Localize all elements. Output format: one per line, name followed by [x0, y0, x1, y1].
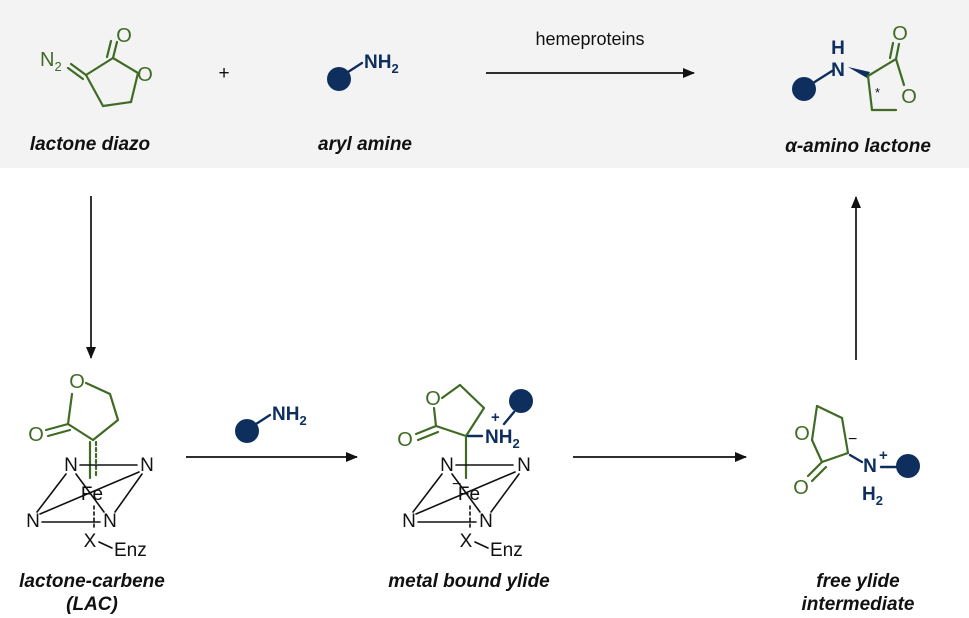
aryl-group-dot: [509, 389, 533, 413]
label-lac-abbrev: (LAC): [66, 594, 118, 615]
aryl-amine-structure: NH2: [327, 52, 399, 91]
atom-N: N: [64, 455, 78, 476]
enzyme-label: Enz: [490, 540, 523, 561]
atom-N: N: [863, 456, 877, 477]
plus-sign: +: [218, 63, 229, 84]
amine-NH2: NH2: [364, 52, 399, 76]
aryl-amine-reagent: NH2: [235, 404, 307, 443]
aryl-group-dot: [896, 454, 920, 478]
free-ylide-structure: O O − N + H2: [793, 404, 920, 508]
metal-bound-ylide-complex: O O NH2 + N N N N Fe − X Enz: [397, 383, 533, 561]
atom-N: N: [103, 511, 117, 532]
condition-hemeproteins: hemeproteins: [535, 29, 644, 49]
ammonium-H2: H2: [862, 484, 883, 508]
label-lactone-carbene: lactone-carbene: [19, 571, 165, 592]
atom-O: O: [793, 477, 809, 499]
stereocenter-mark: *: [875, 85, 880, 100]
negative-charge: −: [452, 476, 461, 493]
label-intermediate: intermediate: [802, 594, 915, 615]
atom-O: O: [116, 25, 132, 47]
atom-N: N: [26, 511, 40, 532]
aryl-group-dot: [792, 77, 816, 101]
atom-O: O: [892, 23, 908, 45]
positive-charge: +: [491, 409, 500, 426]
aryl-group-dot: [327, 67, 351, 91]
lactone-diazo-structure: O O N2: [40, 25, 153, 108]
atom-N: N: [479, 511, 493, 532]
label-alpha-amino-lactone: α-amino lactone: [785, 136, 931, 157]
enzyme-label: Enz: [114, 540, 147, 561]
atom-O: O: [901, 86, 917, 108]
alpha-amino-lactone-structure: N H * O O: [792, 23, 917, 112]
atom-X: X: [84, 531, 97, 552]
atom-O: O: [28, 424, 44, 446]
atom-O: O: [69, 371, 85, 393]
label-free-ylide: free ylide: [816, 571, 900, 592]
amine-NH2: NH2: [272, 404, 307, 428]
wedge-bond: [848, 67, 870, 78]
ammonium-NH2: NH2: [485, 427, 520, 451]
atom-N: N: [402, 511, 416, 532]
positive-charge: +: [879, 447, 888, 464]
atom-O: O: [397, 429, 413, 451]
aryl-group-dot: [235, 419, 259, 443]
lactone-carbene-complex: O O N N N N Fe X Enz: [26, 371, 154, 561]
label-metal-bound-ylide: metal bound ylide: [388, 571, 550, 592]
diazo-N2: N2: [40, 49, 62, 74]
atom-O: O: [425, 388, 441, 410]
atom-N: N: [831, 60, 845, 81]
atom-O: O: [794, 423, 810, 445]
atom-X: X: [460, 531, 473, 552]
atom-N: N: [440, 455, 454, 476]
atom-N: N: [140, 455, 154, 476]
atom-O: O: [137, 64, 153, 86]
label-lactone-diazo: lactone diazo: [30, 134, 150, 155]
atom-H: H: [831, 38, 845, 59]
atom-N: N: [517, 455, 531, 476]
label-aryl-amine: aryl amine: [318, 134, 412, 155]
negative-charge: −: [848, 431, 857, 448]
